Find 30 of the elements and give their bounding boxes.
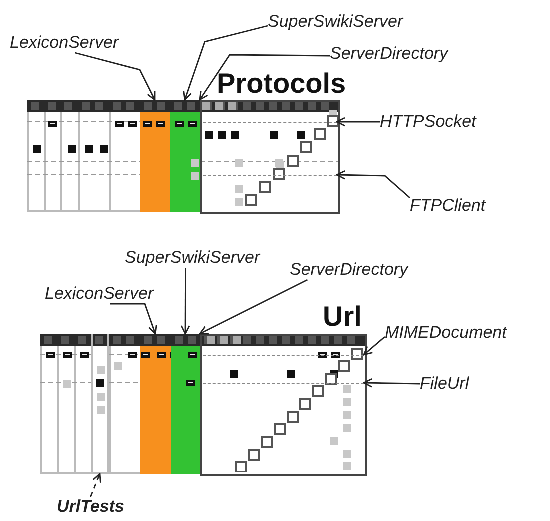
leader-line xyxy=(75,52,156,101)
callout-label: HTTPSocket xyxy=(380,112,476,132)
highlighted-column xyxy=(140,100,170,212)
leader-line xyxy=(110,303,158,335)
leader-line xyxy=(336,170,410,199)
callout-label: FTPClient xyxy=(410,196,486,216)
callout-label: LexiconServer xyxy=(45,284,154,304)
leader-line xyxy=(199,279,308,335)
leader-line xyxy=(183,25,268,101)
callout-label: SuperSwikiServer xyxy=(268,12,404,32)
leader-line xyxy=(90,473,102,498)
callout-label: ServerDirectory xyxy=(330,44,448,64)
matrix-heading: Protocols xyxy=(217,70,346,98)
callout-label: MIMEDocument xyxy=(385,323,507,343)
matrix-heading: Url xyxy=(323,303,362,331)
callout-label: LexiconServer xyxy=(10,33,119,53)
matrix-column xyxy=(91,334,109,474)
leader-line xyxy=(199,54,330,101)
callout-label: ServerDirectory xyxy=(290,260,408,280)
callout-label: SuperSwikiServer xyxy=(125,248,260,268)
dependency-matrix xyxy=(40,305,370,475)
highlighted-column xyxy=(140,334,171,474)
callout-label: UrlTests xyxy=(57,497,124,517)
leader-line xyxy=(180,268,190,335)
highlighted-column xyxy=(170,100,200,212)
callout-label: FileUrl xyxy=(420,374,470,394)
leader-line xyxy=(363,378,420,388)
leader-line xyxy=(363,336,386,356)
leader-line xyxy=(336,117,380,127)
highlighted-column xyxy=(171,334,200,474)
